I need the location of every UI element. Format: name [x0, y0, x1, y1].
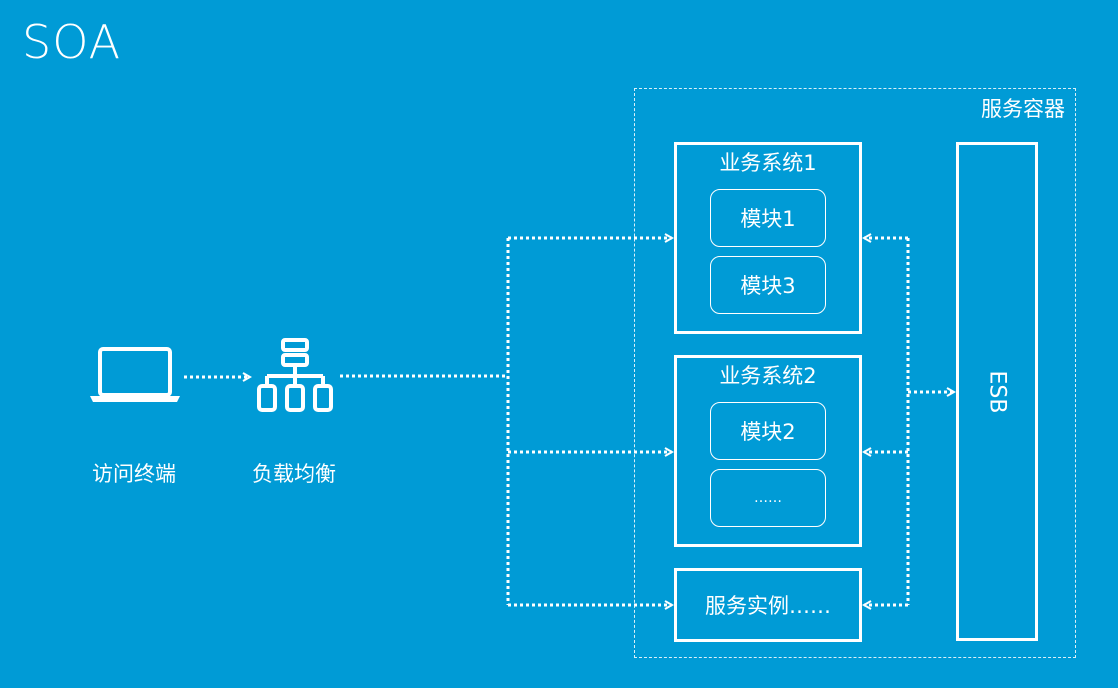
service-instance-label: 服务实例……: [705, 594, 831, 618]
network-hierarchy-icon: [257, 338, 333, 412]
page-title: SOA: [22, 15, 122, 69]
load-balancer-label: 负载均衡: [252, 462, 336, 486]
module-box: 模块3: [710, 256, 826, 314]
terminal-label: 访问终端: [92, 462, 176, 486]
business-system-1: 业务系统1 模块1 模块3: [674, 142, 862, 334]
business-system-2-title: 业务系统2: [719, 364, 817, 388]
service-instance-box: 服务实例……: [674, 568, 862, 642]
module-box: 模块2: [710, 402, 826, 460]
esb-label: ESB: [984, 370, 1010, 413]
business-system-1-title: 业务系统1: [719, 151, 817, 175]
service-container-label: 服务容器: [981, 97, 1065, 121]
module-box: ……: [710, 469, 826, 527]
esb-box: ESB: [956, 142, 1038, 641]
laptop-icon: [90, 347, 180, 402]
business-system-2: 业务系统2 模块2 ……: [674, 355, 862, 547]
service-container: 服务容器: [634, 88, 1076, 658]
module-box: 模块1: [710, 189, 826, 247]
